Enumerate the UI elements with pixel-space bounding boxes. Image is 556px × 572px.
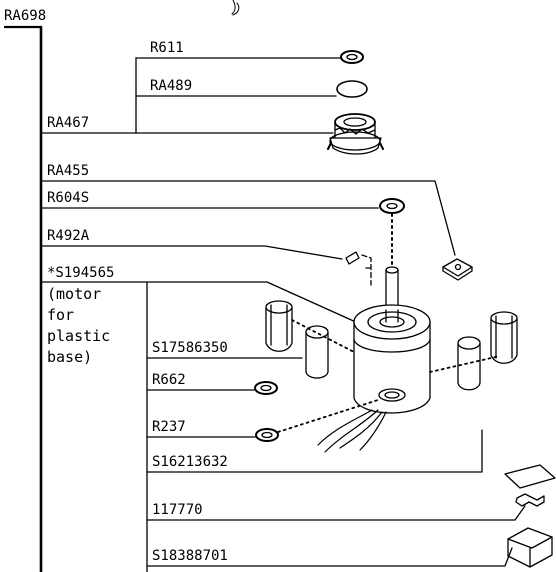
part-label-r237: R237: [152, 419, 186, 435]
part-label-117770: 117770: [152, 502, 203, 518]
part-label-ra455: RA455: [47, 163, 90, 179]
r604s-ring-drawing: [379, 198, 405, 214]
motor-note-line: (motor: [47, 285, 102, 303]
motor-note-line: base): [47, 348, 93, 366]
ra467-bracket: [40, 57, 341, 134]
part-label-s18388701: S18388701: [152, 548, 228, 564]
motor-note-line: for: [47, 306, 75, 324]
part-label-s16213632: S16213632: [152, 454, 228, 470]
r492a-pin-drawing: [345, 251, 372, 286]
part-label-r604s: R604S: [47, 190, 90, 206]
motor-note-line: plastic: [47, 327, 111, 345]
main-bracket: [3, 25, 43, 572]
r662-washer-drawing: [254, 381, 278, 395]
part-label-s194565: *S194565: [47, 265, 115, 281]
leader-lines: [40, 180, 526, 572]
r611-ring-drawing: [340, 50, 364, 64]
part-label-r662: R662: [152, 372, 186, 388]
r237-washer-drawing: [255, 399, 379, 442]
s17586350-left-drawing: [265, 300, 355, 379]
ra489-oring-drawing: [336, 80, 368, 98]
motor-drawing: [317, 266, 431, 453]
top-squiggle: [231, 0, 240, 16]
motor-note: (motor for plastic base): [47, 284, 110, 368]
s17586350-right-drawing: [429, 311, 518, 391]
ra467-coupler-drawing: [327, 113, 384, 155]
p117770-clip-drawing: [504, 464, 556, 507]
assembly-label: RA698: [4, 8, 47, 24]
part-label-s17586350: S17586350: [152, 340, 228, 356]
part-label-ra489: RA489: [150, 78, 193, 94]
part-label-ra467: RA467: [47, 115, 90, 131]
part-label-r611: R611: [150, 40, 184, 56]
ra455-bracket-drawing: [442, 258, 473, 281]
part-label-r492a: R492A: [47, 228, 90, 244]
s18388701-box-drawing: [507, 527, 553, 568]
